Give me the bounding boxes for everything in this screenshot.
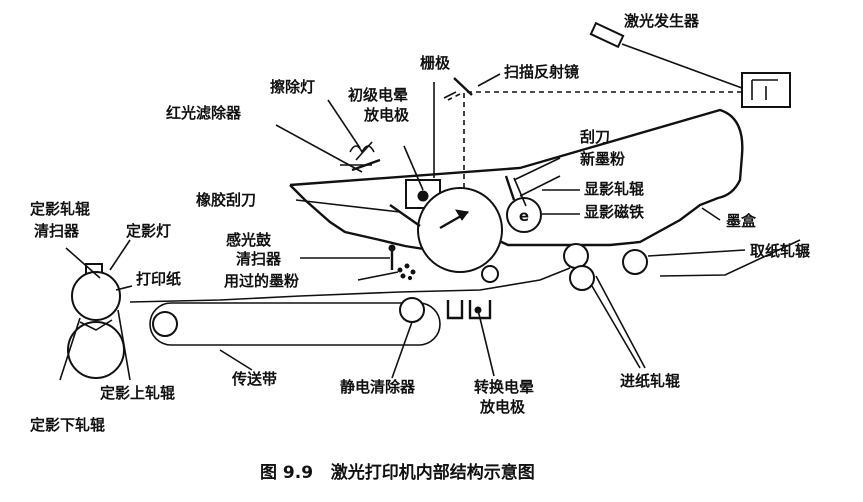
cartridge-leader <box>701 207 721 221</box>
scan-mirror <box>443 73 501 99</box>
label-fuser-lower: 定影下轧辊 <box>30 416 105 434</box>
label-feed-rollers: 进纸轧辊 <box>620 372 680 390</box>
photosensitive-drum <box>417 187 503 273</box>
label-fuser-cleaner-2: 清扫器 <box>34 222 80 240</box>
label-fuser-upper: 定影上轧辊 <box>100 384 175 402</box>
laser-box <box>741 72 791 108</box>
label-primary-corona-1: 初级电晕 <box>348 86 408 104</box>
label-transfer-corona-1: 转换电晕 <box>474 378 534 396</box>
label-scan-mirror: 扫描反射镜 <box>504 63 579 81</box>
label-static-eliminator: 静电清除器 <box>340 378 416 396</box>
label-red-filter: 红光滤除器 <box>166 104 242 122</box>
drum-cleaner <box>300 244 396 270</box>
magnet-symbol: e <box>519 207 529 225</box>
label-primary-corona-2: 放电极 <box>363 106 410 124</box>
label-erase-lamp: 擦除灯 <box>270 78 315 96</box>
label-new-toner: 新墨粉 <box>580 150 625 168</box>
label-transfer-corona-2: 放电极 <box>479 398 526 416</box>
label-laser-generator: 激光发生器 <box>624 12 700 30</box>
red-filter <box>275 124 381 173</box>
pickup-roller <box>622 249 746 275</box>
label-pickup-roller: 取纸轧辗 <box>750 242 811 260</box>
figure-caption: 图 9.9 激光打印机内部结构示意图 <box>260 462 535 483</box>
label-used-toner: 用过的墨粉 <box>224 272 299 290</box>
small-roller <box>481 265 499 283</box>
transfer-corona <box>446 300 495 377</box>
label-developer-magnet: 显影磁铁 <box>584 203 644 221</box>
paper-path <box>129 239 801 303</box>
label-blade: 刮刀 <box>580 128 610 146</box>
primary-corona <box>403 145 441 209</box>
laser-generator <box>589 21 743 89</box>
rubber-blade <box>295 199 421 227</box>
label-fuser-cleaner-1: 定影轧辊 <box>30 200 90 218</box>
label-grid: 栅极 <box>420 54 451 72</box>
developer-roller: e <box>504 157 580 233</box>
label-cartridge: 墨盒 <box>726 212 757 230</box>
static-eliminator-leader <box>391 321 413 379</box>
used-toner <box>357 263 416 281</box>
label-paper: 打印纸 <box>136 270 181 288</box>
label-drum: 感光鼓 <box>226 231 272 249</box>
laser-beam-path <box>447 91 742 228</box>
label-fuser-lamp: 定影灯 <box>126 222 171 240</box>
label-developer-roller: 显影轧辊 <box>584 180 644 198</box>
label-rubber-blade: 橡胶刮刀 <box>196 191 256 209</box>
label-belt: 传送带 <box>231 370 277 388</box>
feed-rollers <box>563 243 646 369</box>
label-drum-cleaner: 清扫器 <box>236 250 282 268</box>
fuser-assembly <box>59 239 133 381</box>
conveyor-belt <box>149 297 441 371</box>
toner-cartridge <box>289 108 744 252</box>
erase-lamp <box>327 99 375 166</box>
